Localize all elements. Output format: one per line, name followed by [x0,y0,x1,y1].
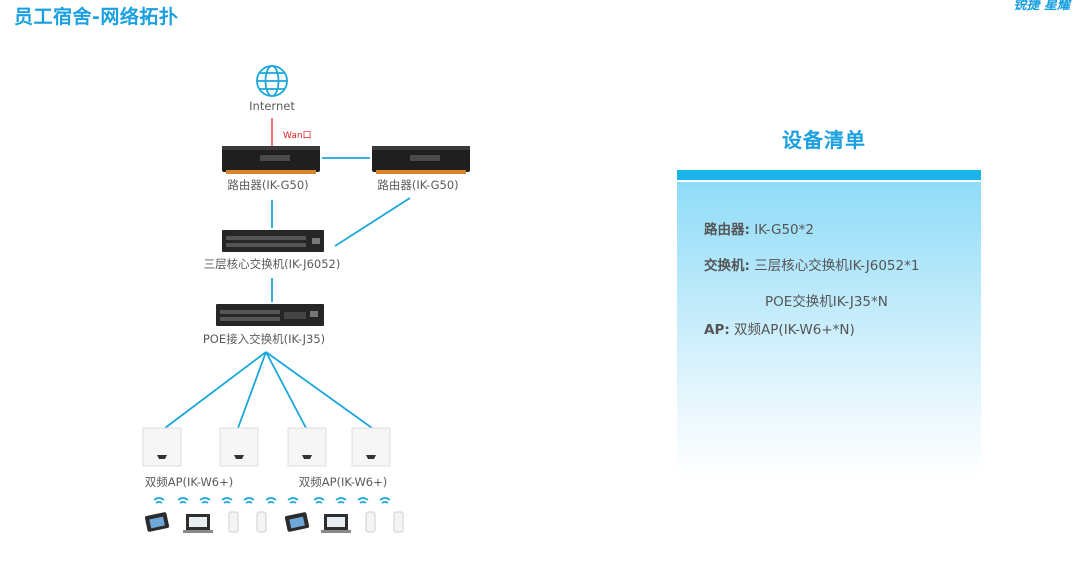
client-devices-group-1 [144,511,267,533]
device-row-switch: 交换机: 三层核心交换机IK-J6052*1 [704,254,919,274]
phone-icon [228,511,239,533]
wan-port-label: Wan口 [283,131,312,141]
device-row-ap: AP: 双频AP(IK-W6+*N) [704,318,855,338]
internet-label: Internet [249,99,295,113]
phone-icon [393,511,404,533]
phone-icon [256,511,267,533]
wifi-icon [177,497,189,504]
ap-2-device [219,427,259,467]
globe-icon [256,65,288,97]
ap-3-device [287,427,327,467]
tablet-icon [144,512,170,532]
router2-device [372,146,470,174]
ap-4-device [351,427,391,467]
wifi-icon [287,497,299,504]
ap-group1-label: 双频AP(IK-W6+) [144,475,234,489]
router2-core-link [334,197,411,247]
device-row-key: AP: [704,322,730,338]
laptop-icon [183,514,213,533]
device-row-poe-switch: POE交换机IK-J35*N [765,290,888,310]
device-row-value: 双频AP(IK-W6+*N) [734,322,855,338]
topology-links [164,118,411,429]
poe-ap2-link [237,351,267,429]
wifi-icon [221,497,233,504]
phone-icon [365,511,376,533]
router1-label: 路由器(IK-G50) [227,178,309,192]
tablet-icon [284,512,310,532]
ap-group2-label: 双频AP(IK-W6+) [298,475,388,489]
device-list-header-bar [677,170,981,180]
router2-label: 路由器(IK-G50) [377,178,459,192]
wifi-icon [335,497,347,504]
device-row-value: POE交换机IK-J35*N [765,294,888,310]
wifi-icon [243,497,255,504]
router1-device [222,146,320,174]
wifi-icon [199,497,211,504]
core-switch-label: 三层核心交换机(IK-J6052) [203,257,341,271]
device-row-value: IK-G50*2 [754,222,814,238]
brand-logo: 锐捷 星耀 [1013,0,1070,13]
device-list-title: 设备清单 [782,128,866,152]
page-title: 员工宿舍-网络拓扑 [14,6,179,28]
device-row-value: 三层核心交换机IK-J6052*1 [754,258,920,274]
poe-switch-device [216,304,324,326]
wifi-icon [153,497,165,504]
client-devices-group-2 [284,511,404,533]
device-row-key: 路由器: [704,222,750,238]
poe-ap4-link [265,351,373,429]
poe-ap1-link [164,351,267,429]
device-row-router: 路由器: IK-G50*2 [704,218,814,238]
wifi-icon [379,497,391,504]
device-row-key: 交换机: [704,258,750,274]
poe-ap3-link [265,351,307,429]
wifi-icon [265,497,277,504]
wifi-signal-icons [153,497,391,504]
wifi-icon [313,497,325,504]
wifi-icon [357,497,369,504]
poe-switch-label: POE接入交换机(IK-J35) [202,332,326,346]
laptop-icon [321,514,351,533]
device-list-panel [677,182,981,480]
core-switch-device [222,230,324,252]
ap-1-device [142,427,182,467]
